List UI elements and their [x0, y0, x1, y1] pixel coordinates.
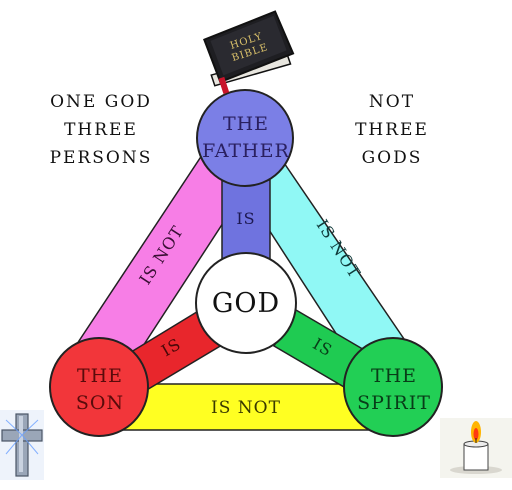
father-label-line1: THE — [223, 113, 269, 135]
god-label: GOD — [212, 288, 280, 319]
node-god — [195, 252, 297, 354]
spirit-label-line2: SPIRIT — [357, 392, 431, 414]
note-left-line2: THREE — [64, 120, 138, 140]
candle-icon — [440, 418, 512, 478]
holy-bible-icon: HOLY BIBLE — [203, 10, 295, 94]
node-son — [49, 337, 149, 437]
son-label-line2: SON — [76, 392, 124, 414]
label-son-spirit: IS NOT — [211, 398, 281, 418]
son-label-line1: THE — [77, 365, 123, 387]
node-spirit — [343, 337, 443, 437]
note-one-god-three-persons: ONE GOD THREE PERSONS — [42, 88, 160, 172]
cross-icon — [0, 410, 44, 480]
father-label-line2: FATHER — [202, 140, 290, 162]
note-not-three-gods: NOT THREE GODS — [340, 88, 444, 172]
note-right-line2: THREE — [355, 120, 429, 140]
label-father-god: IS — [236, 209, 255, 228]
note-right-line3: GODS — [361, 148, 423, 168]
note-right-line1: NOT — [368, 92, 416, 112]
note-left-line3: PERSONS — [49, 148, 153, 168]
node-father — [196, 89, 294, 187]
note-left-line1: ONE GOD — [50, 92, 152, 112]
spirit-label-line1: THE — [371, 365, 417, 387]
